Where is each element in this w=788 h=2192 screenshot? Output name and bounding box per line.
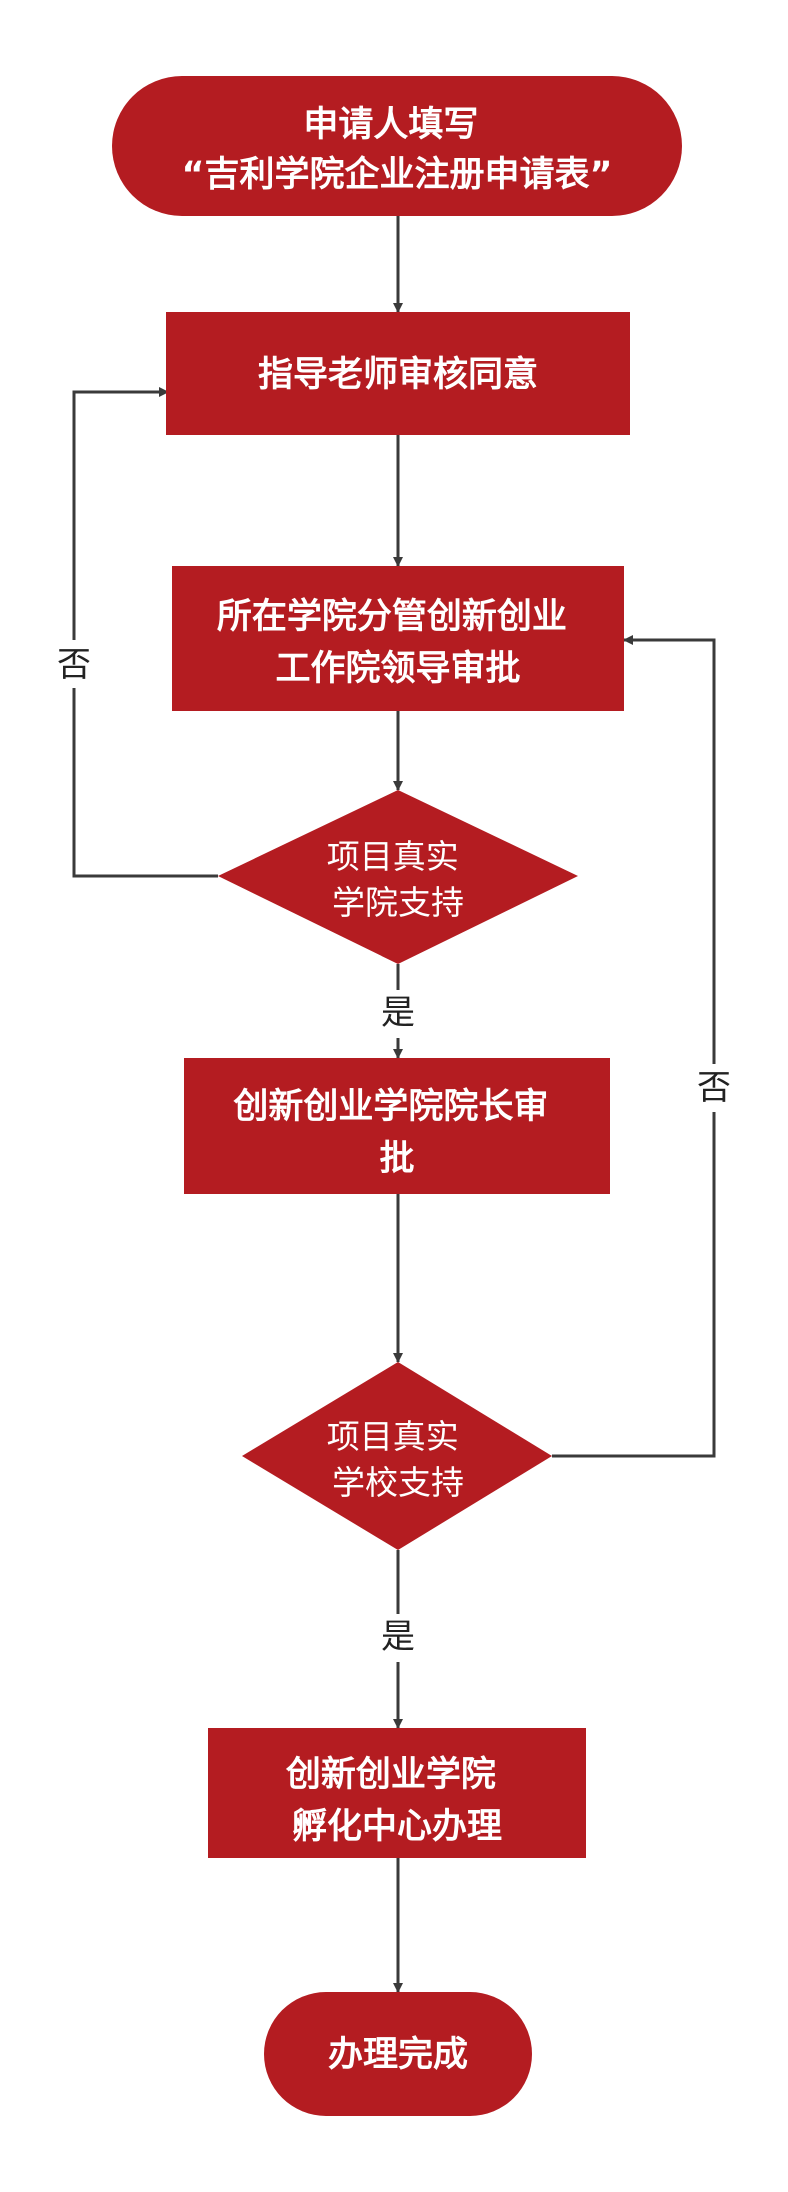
decision-school-node: 项目真实 学校支持 xyxy=(242,1362,552,1550)
incubator-line-2: 孵化中心办理 xyxy=(292,1807,502,1847)
edge-label-school-yes: 是 xyxy=(381,1617,415,1657)
edge-decision-school-no xyxy=(552,635,716,1458)
decision-school-line-2: 学校支持 xyxy=(332,1463,464,1502)
nodes: 申请人填写 “吉利学院企业注册申请表” 指导老师审核同意 所在学院分管创新创业 … xyxy=(112,76,682,2116)
label-background xyxy=(376,1614,420,1662)
start-node-line-1: 申请人填写 xyxy=(303,105,478,145)
advisor-review-line-1: 指导老师审核同意 xyxy=(258,355,538,395)
label-background xyxy=(692,1064,736,1112)
decision-college-line-1: 项目真实 xyxy=(327,837,459,876)
advisor-review-text: 指导老师审核同意 xyxy=(258,355,538,395)
dean-approval-line-2: 批 xyxy=(379,1139,414,1179)
start-node-shape xyxy=(112,76,682,216)
dean-approval-text: 创新创业学院院长审 批 xyxy=(232,1086,560,1179)
decision-college-shape xyxy=(218,790,578,964)
college-approval-shape xyxy=(172,566,624,711)
edge-labels: 否 是 否 是 xyxy=(52,640,736,1662)
label-background xyxy=(52,640,96,688)
end-node-shape xyxy=(264,1992,532,2116)
decision-college-node: 项目真实 学院支持 xyxy=(218,790,578,964)
decision-college-line-2: 学院支持 xyxy=(332,883,464,922)
edge-label-school-no: 否 xyxy=(697,1068,731,1108)
advisor-review-shape xyxy=(166,312,630,435)
incubator-line-1: 创新创业学院 xyxy=(285,1754,496,1795)
decision-school-line-1: 项目真实 xyxy=(327,1417,459,1456)
college-approval-line-1: 所在学院分管创新创业 xyxy=(217,596,567,637)
decision-college-text: 项目真实 学院支持 xyxy=(327,837,470,922)
label-background xyxy=(376,990,420,1038)
end-node: 办理完成 xyxy=(264,1992,532,2116)
decision-school-shape xyxy=(242,1362,552,1550)
incubator-node: 创新创业学院 孵化中心办理 xyxy=(208,1728,586,1858)
edge-decision-college-no xyxy=(72,387,218,878)
decision-school-text: 项目真实 学校支持 xyxy=(327,1417,470,1502)
dean-approval-line-1: 创新创业学院院长审 xyxy=(232,1086,548,1127)
dean-approval-node: 创新创业学院院长审 批 xyxy=(184,1058,610,1194)
edge-label-college-no: 否 xyxy=(57,645,91,685)
end-node-text: 办理完成 xyxy=(328,2034,468,2075)
start-node: 申请人填写 “吉利学院企业注册申请表” xyxy=(112,76,682,216)
start-node-line-2: “吉利学院企业注册申请表” xyxy=(181,154,612,195)
advisor-review-node: 指导老师审核同意 xyxy=(166,312,630,435)
college-approval-text: 所在学院分管创新创业 工作院领导审批 xyxy=(217,596,579,689)
edge-label-college-yes: 是 xyxy=(381,993,415,1033)
college-approval-line-2: 工作院领导审批 xyxy=(275,649,520,689)
incubator-shape xyxy=(208,1728,586,1858)
start-node-text: 申请人填写 “吉利学院企业注册申请表” xyxy=(181,105,612,195)
dean-approval-shape xyxy=(184,1058,610,1194)
college-approval-node: 所在学院分管创新创业 工作院领导审批 xyxy=(172,566,624,711)
end-node-line-1: 办理完成 xyxy=(328,2034,468,2075)
incubator-text: 创新创业学院 孵化中心办理 xyxy=(285,1754,508,1847)
